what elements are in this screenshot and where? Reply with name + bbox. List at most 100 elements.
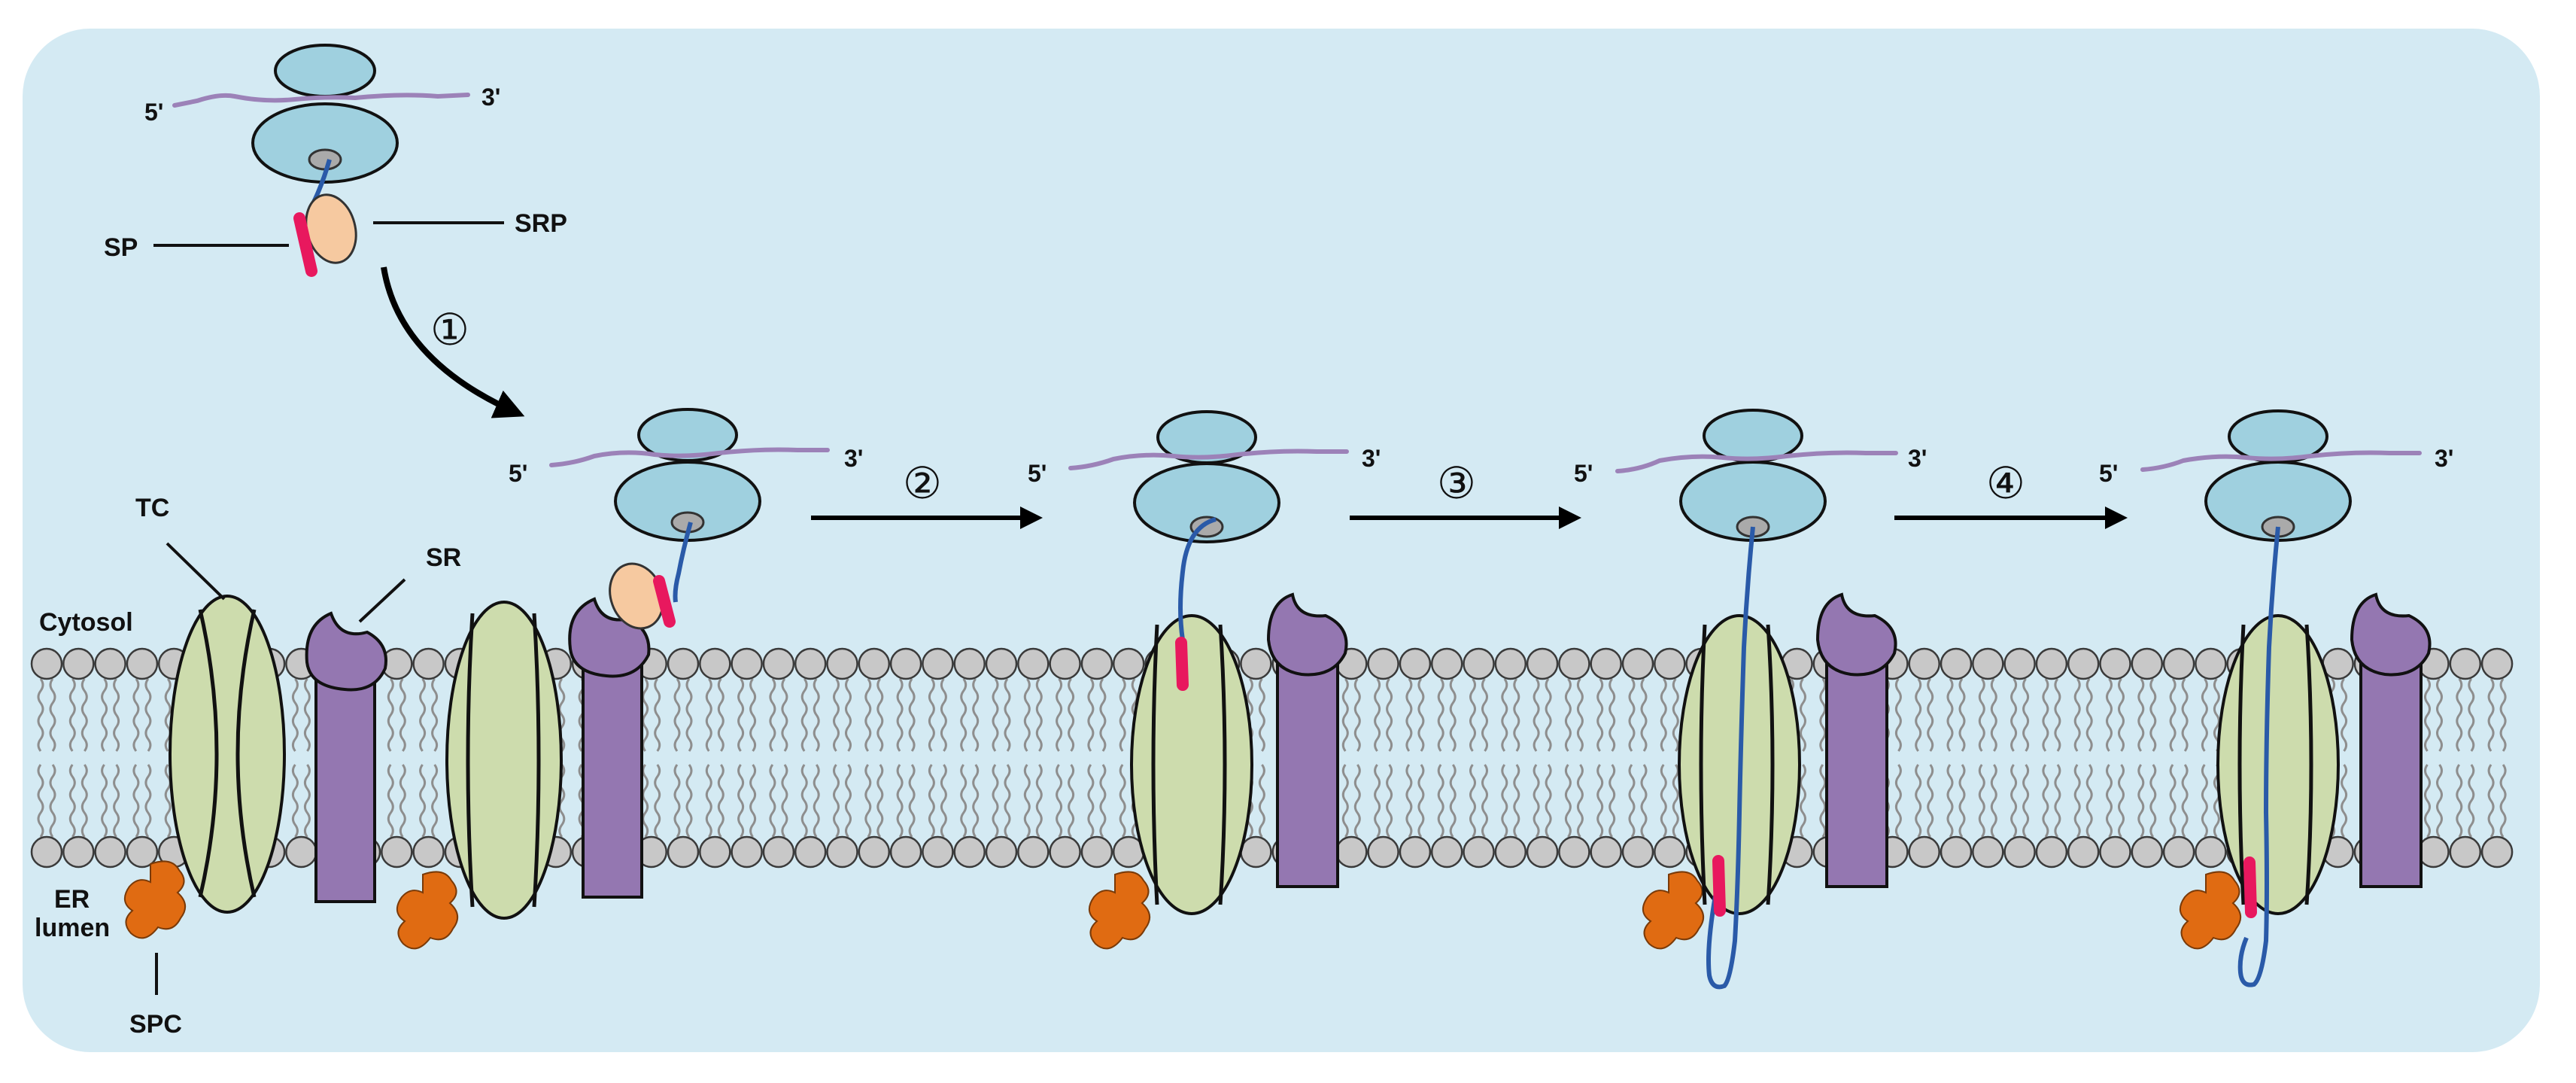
- lipid-tail: [1501, 764, 1508, 838]
- sr-leader-line: [358, 578, 406, 623]
- lipid-tail: [654, 764, 661, 838]
- lipid-head: [2067, 835, 2100, 869]
- lipid-tail: [2436, 678, 2443, 752]
- label-srp: SRP: [515, 209, 567, 238]
- lipid-head: [1080, 647, 1113, 680]
- spc-shape-2: [396, 871, 458, 950]
- lipid-tail: [1056, 764, 1063, 838]
- lipid-head: [62, 835, 95, 869]
- lipid-head: [2099, 647, 2131, 680]
- lipid-head: [826, 647, 858, 680]
- lipid-head: [826, 835, 858, 869]
- lipid-head: [1972, 647, 2004, 680]
- lipid-tail: [419, 678, 427, 752]
- lipid-tail: [2341, 678, 2348, 752]
- label-sp: SP: [104, 233, 138, 262]
- spc-shape-5: [2180, 871, 2241, 950]
- mrna-strand: [172, 93, 470, 108]
- spc-shape-1: [124, 860, 186, 939]
- lipid-tail: [132, 678, 140, 752]
- lipid-head: [699, 647, 731, 680]
- lipid-tail: [1990, 678, 1997, 752]
- lipid-tail: [2169, 764, 2177, 838]
- lipid-tail: [1513, 678, 1520, 752]
- lipid-tail: [2499, 764, 2507, 838]
- lipid-tail: [928, 764, 935, 838]
- lipid-tail: [1417, 678, 1425, 752]
- lipid-tail: [1596, 678, 1604, 752]
- lipid-tail: [1341, 678, 1349, 752]
- lipid-tail: [1035, 678, 1043, 752]
- lipid-tail: [164, 764, 172, 838]
- lipid-tail: [2341, 764, 2348, 838]
- lipid-tail: [2085, 764, 2093, 838]
- lipid-tail: [1915, 678, 1922, 752]
- lipid-head: [1017, 647, 1050, 680]
- lipid-tail: [1023, 764, 1031, 838]
- ribosome-large-subunit: [251, 102, 399, 184]
- lipid-head: [1494, 835, 1527, 869]
- lipid-tail: [2456, 678, 2463, 752]
- lipid-tail: [1099, 764, 1107, 838]
- lipid-tail: [1576, 678, 1584, 752]
- lipid-tail: [399, 678, 406, 752]
- lipid-head: [412, 647, 445, 680]
- tunnel: [308, 148, 342, 171]
- lipid-head: [1399, 647, 1432, 680]
- translocon-3: [1130, 614, 1253, 915]
- lipid-head: [1558, 647, 1590, 680]
- lipid-tail: [68, 764, 76, 838]
- lipid-head: [2067, 647, 2100, 680]
- lipid-tail: [1894, 764, 1902, 838]
- lipid-tail: [908, 678, 916, 752]
- lipid-tail: [1258, 764, 1265, 838]
- lipid-head: [2131, 835, 2164, 869]
- step-number-4: ④: [1986, 458, 2025, 509]
- lipid-tail: [1564, 678, 1572, 752]
- lipid-tail: [960, 764, 968, 838]
- lipid-tail: [2436, 764, 2443, 838]
- lipid-tail: [833, 678, 840, 752]
- lipid-head: [1112, 647, 1145, 680]
- lipid-tail: [1915, 764, 1922, 838]
- label-3prime-3: 3': [1362, 445, 1381, 472]
- ribosome-complex-1: [172, 44, 470, 277]
- lipid-head: [94, 835, 126, 869]
- srp-receptor-2: [568, 597, 651, 899]
- lipid-tail: [2499, 678, 2507, 752]
- label-5prime-2: 5': [509, 460, 527, 487]
- lipid-head: [381, 835, 413, 869]
- lipid-tail: [1068, 678, 1075, 752]
- lipid-tail: [1958, 764, 1966, 838]
- lipid-tail: [896, 678, 904, 752]
- lipid-head: [2003, 647, 2036, 680]
- lipid-head: [889, 647, 922, 680]
- lipid-tail: [972, 678, 980, 752]
- lipid-tail: [2487, 764, 2495, 838]
- lipid-tail: [1068, 764, 1075, 838]
- label-5prime-3: 5': [1028, 460, 1046, 487]
- lipid-tail: [1640, 678, 1648, 752]
- lipid-tail: [2213, 678, 2220, 752]
- lipid-tail: [1353, 764, 1361, 838]
- lipid-tail: [1437, 764, 1444, 838]
- lipid-head: [2195, 835, 2227, 869]
- lipid-head: [1654, 835, 1686, 869]
- lipid-head: [953, 647, 986, 680]
- lipid-head: [2417, 835, 2450, 869]
- lipid-tail: [80, 764, 88, 838]
- lipid-head: [922, 835, 954, 869]
- lipid-tail: [2118, 678, 2125, 752]
- lipid-head: [985, 647, 1018, 680]
- lipid-tail: [940, 764, 947, 838]
- lipid-head: [2162, 835, 2195, 869]
- lipid-tail: [1564, 764, 1572, 838]
- lipid-tail: [992, 764, 999, 838]
- lipid-tail: [1258, 678, 1265, 752]
- label-5prime-5: 5': [2099, 460, 2118, 487]
- lipid-head: [1972, 835, 2004, 869]
- lipid-head: [1621, 835, 1654, 869]
- lipid-tail: [2201, 678, 2208, 752]
- lipid-tail: [431, 764, 439, 838]
- lipid-head: [1430, 647, 1463, 680]
